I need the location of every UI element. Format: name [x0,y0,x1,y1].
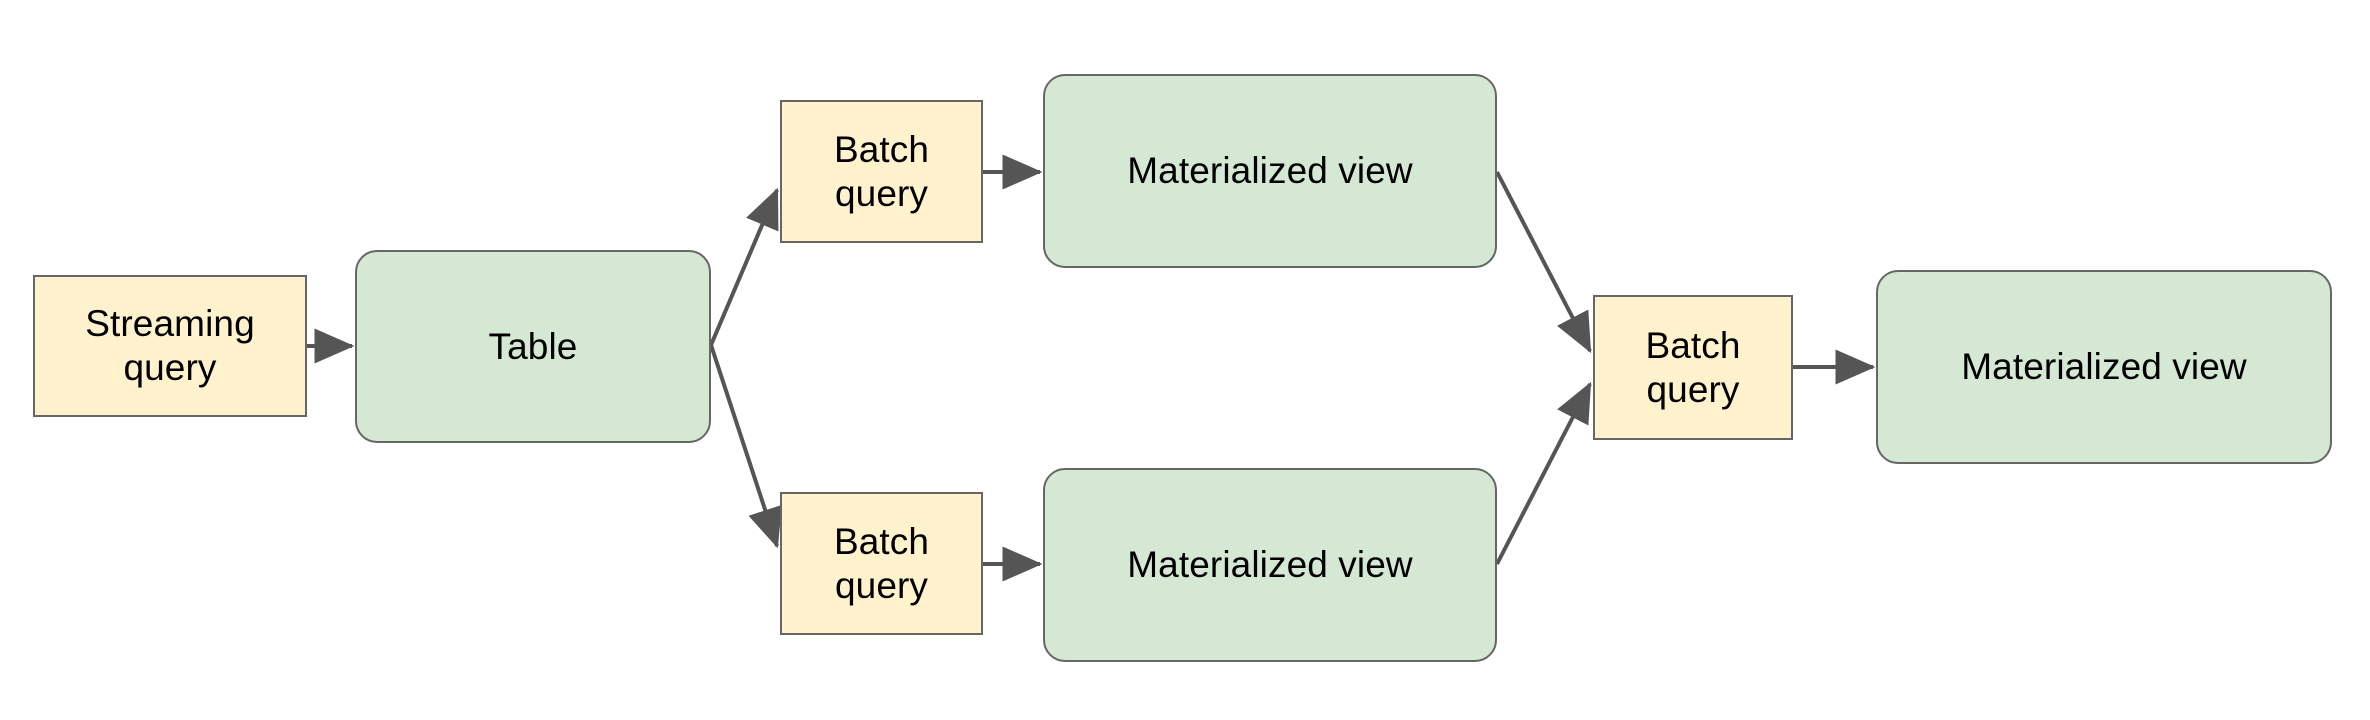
node-materialized-view-bottom-label: Materialized view [1127,544,1413,586]
node-materialized-view-final[interactable]: Materialized view [1876,270,2332,464]
node-table-label: Table [488,325,578,367]
node-batch-query-bottom[interactable]: Batch query [780,492,983,635]
edge-materialized-view-bottom-to-batch-query-join [1495,381,1592,565]
node-batch-query-bottom-label: Batch query [833,520,930,606]
node-materialized-view-top-label: Materialized view [1127,150,1413,192]
node-batch-query-top[interactable]: Batch query [780,100,983,243]
node-streaming-query-label: Streaming query [85,303,255,388]
edge-table-to-batch-query-bottom [709,344,782,549]
node-materialized-view-top[interactable]: Materialized view [1043,74,1497,268]
node-materialized-view-final-label: Materialized view [1961,346,2247,388]
node-streaming-query[interactable]: Streaming query [33,275,307,417]
node-table[interactable]: Table [355,250,711,443]
node-batch-query-top-label: Batch query [833,128,930,214]
node-batch-query-join[interactable]: Batch query [1593,295,1793,440]
edge-table-to-batch-query-top [709,187,779,346]
node-materialized-view-bottom[interactable]: Materialized view [1043,468,1497,662]
edge-materialized-view-top-to-batch-query-join [1495,171,1592,354]
node-batch-query-join-label: Batch query [1645,324,1741,410]
